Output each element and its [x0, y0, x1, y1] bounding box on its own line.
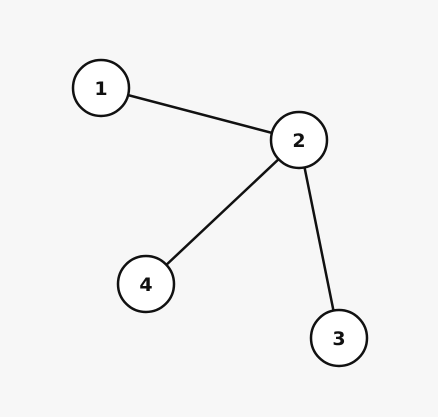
- node-3-circle: [309, 308, 369, 368]
- node-4-label: 4: [139, 274, 152, 296]
- node-2-label: 2: [292, 130, 305, 152]
- node-2-circle: [269, 110, 329, 170]
- node-2: 2: [269, 110, 329, 170]
- node-3-label: 3: [332, 328, 345, 350]
- node-1: 1: [71, 58, 131, 118]
- node-1-label: 1: [94, 78, 107, 100]
- edge-2-3: [297, 138, 341, 340]
- edge-2-4: [144, 138, 301, 286]
- node-1-circle: [71, 58, 131, 118]
- node-4-circle: [116, 254, 176, 314]
- edge-1-2: [99, 86, 301, 142]
- node-4: 4: [116, 254, 176, 314]
- node-3: 3: [309, 308, 369, 368]
